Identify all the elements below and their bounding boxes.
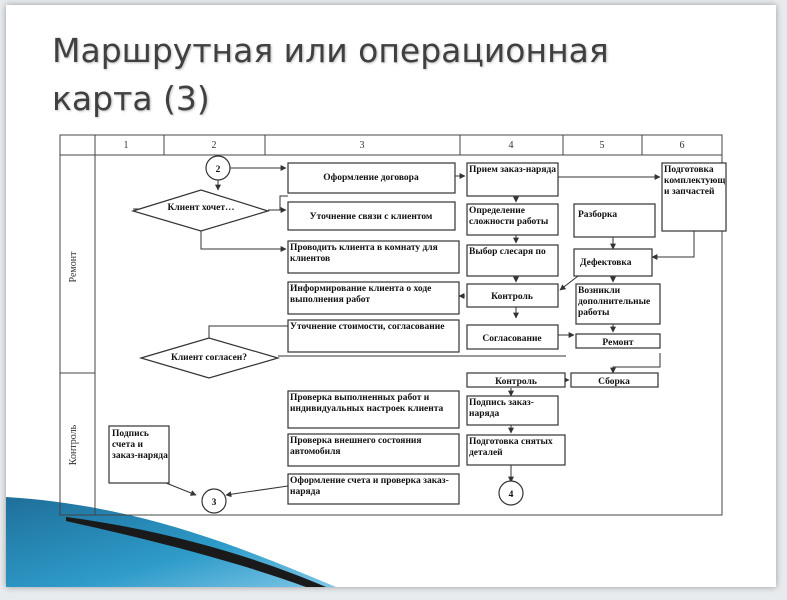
box-invoice-check: Оформление счета и проверка заказ-наряда — [287, 473, 460, 505]
box-fault-detection: Дефектовка — [573, 248, 653, 277]
connector-2: 2 — [205, 155, 231, 181]
decision-client-wants: Клиент хочет… — [130, 189, 271, 232]
slide: Маршрутная или операционная карта (3) — [6, 5, 776, 587]
connector-4: 4 — [498, 480, 524, 506]
slide-title: Маршрутная или операционная карта (3) — [52, 31, 609, 118]
column-number: 1 — [124, 140, 129, 151]
column-number: 2 — [212, 140, 217, 151]
row-label-repair: Ремонт — [68, 251, 79, 283]
box-extra-work: Возникли дополнительные работы — [575, 283, 661, 325]
column-number: 3 — [360, 140, 365, 151]
svg-text:Согласование: Согласование — [482, 334, 541, 344]
svg-text:4: 4 — [509, 490, 514, 500]
box-clarify-contact: Уточнение связи с клиентом — [287, 201, 456, 231]
svg-text:Разборка: Разборка — [578, 209, 617, 220]
svg-text:Клиент согласен?: Клиент согласен? — [171, 353, 247, 363]
box-contract: Оформление договора — [287, 162, 456, 194]
box-complexity: Определение сложности работы — [466, 203, 559, 236]
row-label-control: Контроль — [68, 424, 79, 465]
box-prepare-removed-parts: Подготовка снятых деталей — [466, 434, 566, 466]
svg-text:2: 2 — [216, 165, 221, 175]
svg-text:Сборка: Сборка — [598, 376, 630, 387]
box-cost-agreement: Уточнение стоимости, согласование — [287, 319, 460, 353]
box-mechanic-choice: Выбор слесаря по — [466, 244, 559, 277]
box-agreement: Согласование — [466, 324, 559, 350]
svg-text:Оформление договора: Оформление договора — [323, 172, 419, 183]
svg-text:Дефектовка: Дефектовка — [580, 257, 632, 268]
flow-connectors — [133, 165, 695, 498]
route-map-diagram: 1 2 3 4 5 6 Ремонт Контроль — [6, 134, 727, 587]
connector-3: 3 — [201, 488, 227, 514]
column-number: 4 — [509, 140, 514, 151]
box-check-work: Проверка выполненных работ и индивидуаль… — [287, 390, 460, 429]
box-inform-client: Информирование клиента о ходе выполнения… — [287, 281, 460, 315]
svg-text:Ремонт: Ремонт — [602, 338, 633, 348]
table-grid — [59, 134, 723, 516]
box-check-exterior: Проверка внешнего состояния автомобиля — [287, 433, 460, 467]
box-assembly: Сборка — [570, 372, 659, 388]
column-number: 5 — [600, 140, 605, 151]
box-client-room: Проводить клиента в комнату для клиентов — [287, 240, 460, 274]
box-disassembly: Разборка — [573, 203, 656, 238]
svg-text:Контроль: Контроль — [491, 292, 533, 302]
box-control-2: Контроль — [466, 372, 566, 388]
svg-text:Уточнение связи с клиентом: Уточнение связи с клиентом — [310, 212, 433, 222]
box-order-intake: Прием заказ-наряда — [466, 162, 559, 197]
box-sign-invoice: Подпись счета и заказ-наряда — [108, 425, 170, 484]
box-control-1: Контроль — [466, 283, 559, 308]
box-prepare-parts: Подготовка комплектующих и запчастей — [661, 162, 727, 232]
svg-text:Клиент хочет…: Клиент хочет… — [167, 203, 234, 213]
decision-client-agrees: Клиент согласен? — [138, 337, 281, 379]
box-repair: Ремонт — [575, 333, 661, 349]
box-sign-order: Подпись заказ-наряда — [466, 395, 559, 426]
decorative-swoosh-shadow — [66, 517, 326, 587]
column-number: 6 — [680, 140, 685, 151]
svg-text:3: 3 — [212, 498, 217, 508]
svg-text:Контроль: Контроль — [495, 377, 537, 387]
